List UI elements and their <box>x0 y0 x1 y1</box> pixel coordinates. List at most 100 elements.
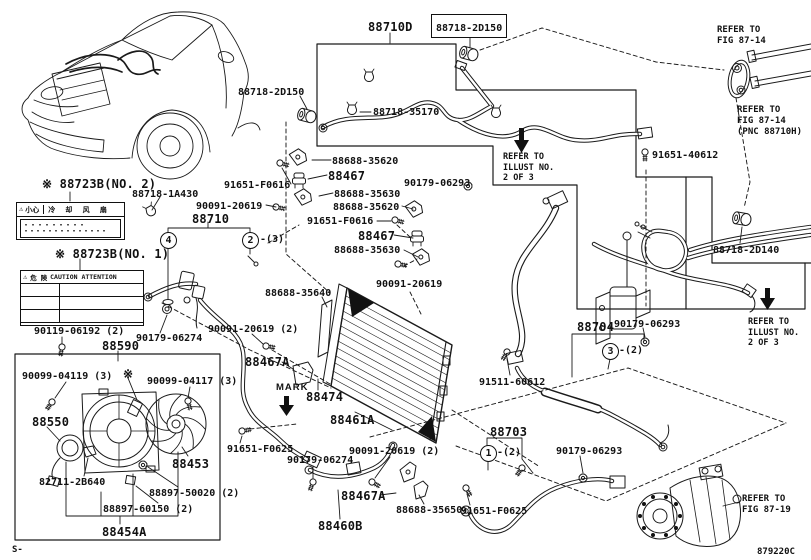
divider <box>43 205 45 214</box>
callout-circle-2: 2 <box>242 232 259 249</box>
screw-icon <box>367 477 382 490</box>
table-column-divider <box>59 284 60 322</box>
part-label-88718-2d150-boxed-text: 88718-2D150 <box>436 23 503 34</box>
part-label-91651-40612: 91651-40612 <box>652 150 719 161</box>
callout-circle-1: 1 <box>480 445 497 462</box>
rear-pipes-drawing <box>727 43 811 99</box>
part-label-88723b-no1: ※ 88723B(NO. 1) <box>55 247 170 261</box>
part-label-88461a: 88461A <box>330 413 375 427</box>
part-label-88718-2d140: 88718-2D140 <box>713 245 780 256</box>
part-label-91651-f0616-2: 91651-F0616 <box>307 216 374 227</box>
bolt-icon <box>641 148 649 162</box>
callout-circle-1-suffix: -(2) <box>497 447 522 458</box>
part-label-88710d: 88710D <box>368 20 413 34</box>
table-row <box>21 284 143 297</box>
part-label-90091-20619-x2-bottom: 90091-20619 (2) <box>349 446 440 457</box>
part-label-88688-35620-2: 88688-35620 <box>333 202 400 213</box>
part-label-88718-35170: 88718-35170 <box>373 107 440 118</box>
bolt-icon <box>43 397 57 412</box>
warning-triangle-icon: ⚠ <box>19 205 24 213</box>
caution-no2-jp-text: 小心 <box>25 205 40 214</box>
part-label-90091-20619-mid: 90091-20619 <box>376 279 443 290</box>
part-label-88550: 88550 <box>32 415 70 429</box>
part-label-91511-60612: 91511-60612 <box>479 377 546 388</box>
part-label-82711-2b640: 82711-2B640 <box>39 477 106 488</box>
part-label-88703: 88703 <box>490 425 528 439</box>
part-label-88453: 88453 <box>172 457 210 471</box>
part-label-88718-2d150-boxed: 88718-2D150 <box>431 14 508 38</box>
part-label-88467-2: 88467 <box>358 229 396 243</box>
caution-no2-jp-text2: 冷 却 风 扇 <box>48 205 110 214</box>
bolt-icon <box>237 425 252 436</box>
screw-icon <box>271 202 286 213</box>
part-label-90099-04119: 90099-04119 (3) <box>22 371 113 382</box>
part-label-90179-06293-right: 90179-06293 <box>614 319 681 330</box>
part-label-90091-20619-x2-left: 90091-20619 (2) <box>208 324 299 335</box>
fastener-icons <box>43 45 753 500</box>
section-border-boxes <box>14 43 811 541</box>
grommet-icon <box>731 210 753 227</box>
caution-sticker-no2: ⚠ 小心 冷 却 风 扇 <box>16 202 125 240</box>
condenser-drawing <box>317 283 453 444</box>
drawing-code: 879220C <box>757 547 795 557</box>
note-refer-illust-2of3-right: REFER TO ILLUST NO. 2 OF 3 <box>748 317 800 349</box>
bracket-icon <box>404 199 424 219</box>
callout-circle-3-suffix: -(2) <box>619 345 644 356</box>
table-row <box>21 310 143 323</box>
bolt-icon <box>183 396 194 411</box>
caution-no1-jp-text: 危 険 <box>30 274 48 282</box>
bolt-icon <box>275 158 290 169</box>
part-label-88897-60150: 88897-60150 (2) <box>103 504 194 515</box>
caution-sticker-no2-header: ⚠ 小心 冷 却 风 扇 <box>17 203 124 217</box>
part-label-90179-06293-top: 90179-06293 <box>404 178 471 189</box>
bolt-icon <box>390 215 405 226</box>
callout-circle-4: 4 <box>160 232 177 249</box>
table-row <box>21 297 143 310</box>
caution-sticker-no2-fineprint <box>20 219 121 238</box>
part-label-88688-35620-1: 88688-35620 <box>332 156 399 167</box>
caution-sticker-no1: ⚠ 危 険 CAUTION ATTENTION <box>20 270 144 326</box>
part-label-88718-2d150-left: 88718-2D150 <box>238 87 305 98</box>
pipe-clamp-icon <box>490 104 502 119</box>
caution-sticker-no1-table <box>21 284 143 323</box>
warning-triangle-icon: ⚠ <box>23 272 28 281</box>
leader-lines <box>46 32 743 525</box>
pipe-clamp-icon <box>363 68 375 83</box>
grommet-icon <box>457 45 480 63</box>
dashed-leader-lines <box>161 27 787 502</box>
part-label-90179-06293-bottom: 90179-06293 <box>556 446 623 457</box>
cushion-icon <box>410 230 424 247</box>
fan-assembly-drawing <box>46 388 207 487</box>
fan-blade-drawing <box>145 393 207 455</box>
part-label-90179-06274-bottom: 90179-06274 <box>287 455 354 466</box>
part-label-88474: 88474 <box>306 390 344 404</box>
part-label-91651-f0616-1: 91651-F0616 <box>224 180 291 191</box>
sheet-prefix: S- <box>12 545 23 555</box>
part-label-90099-04117: 90099-04117 (3) <box>147 376 238 387</box>
part-label-88718-1a430: 88718-1A430 <box>132 189 199 200</box>
callout-circle-2-suffix: -(3) <box>260 234 285 245</box>
bracket-icon <box>288 147 308 167</box>
part-label-88467a-top: 88467A <box>245 355 290 369</box>
note-refer-fig-87-14-pnc: REFER TO FIG 87-14 (PNC 88710H) <box>737 105 803 137</box>
down-arrow-icon <box>514 128 529 153</box>
note-refer-fig-87-19: REFER TO FIG 87-19 <box>742 494 791 515</box>
nut-icon <box>138 460 148 470</box>
piping-drawing <box>143 59 811 534</box>
screw-icon <box>261 341 276 352</box>
part-label-91651-f0625-left: 91651-F0625 <box>227 444 294 455</box>
part-label-88688-35650: 88688-35650 <box>396 505 463 516</box>
part-label-88723b-no2: ※ 88723B(NO. 2) <box>42 177 157 191</box>
cushion-icon <box>292 172 306 189</box>
part-label-88454a: 88454A <box>102 525 147 539</box>
part-label-90179-06274-top: 90179-06274 <box>136 333 203 344</box>
part-label-88590: 88590 <box>102 339 140 353</box>
note-refer-illust-2of3-left: REFER TO ILLUST NO. 2 OF 3 <box>503 152 555 184</box>
note-refer-fig-87-14-top: REFER TO FIG 87-14 <box>717 25 766 46</box>
bracket-icon <box>411 247 431 267</box>
grommet-icon <box>295 107 318 125</box>
bolt-icon <box>499 347 512 362</box>
part-label-91651-f0625-right: 91651-F0625 <box>461 506 528 517</box>
